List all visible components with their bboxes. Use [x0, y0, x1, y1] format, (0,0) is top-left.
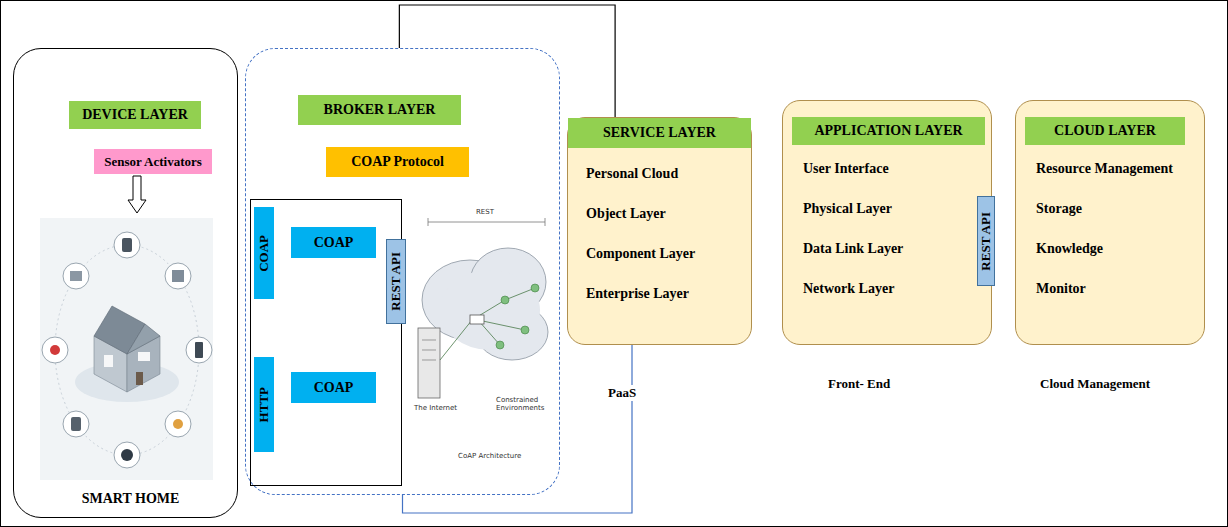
broker-layer-box: BROKER LAYERCOAP ProtocolCOAPCOAPHTTPCOA…	[245, 48, 560, 495]
layer-heading: APPLICATION LAYER	[792, 117, 985, 145]
box-label: SERVICE LAYER	[603, 125, 716, 141]
layer-heading: BROKER LAYER	[298, 95, 461, 125]
cloud-layer-box: Resource ManagementStorageKnowledgeMonit…	[1015, 100, 1205, 345]
box-label: REST API	[978, 212, 994, 271]
layer-item: Enterprise Layer	[586, 274, 751, 314]
box-label: HTTP	[256, 387, 272, 422]
protocol-frame: COAP COAP HTTP COAP	[250, 199, 402, 486]
illustration-label: Constrained Environments	[496, 396, 554, 412]
box-label: APPLICATION LAYER	[814, 123, 962, 139]
smart-home-illustration	[40, 218, 213, 480]
down-arrow	[128, 176, 146, 213]
layer-item: Resource Management	[1036, 149, 1204, 189]
layer-heading: CLOUD LAYER	[1025, 117, 1185, 145]
box-label: DEVICE LAYER	[82, 107, 188, 123]
layer-item: User Interface	[803, 149, 991, 189]
layer-item: Component Layer	[586, 234, 751, 274]
layer-item: Network Layer	[803, 269, 991, 309]
box-label: COAP	[314, 235, 354, 251]
box-label: COAP	[314, 380, 354, 396]
protocol-box: COAP	[291, 227, 376, 258]
service-layer-box: Personal CloudObject LayerComponent Laye…	[567, 117, 752, 345]
layer-item: Object Layer	[586, 194, 751, 234]
box-label: BROKER LAYER	[324, 102, 436, 118]
box-label: SMART HOME	[14, 491, 237, 507]
protocol-box: COAP Protocol	[326, 147, 469, 177]
layer-heading: SERVICE LAYER	[568, 118, 751, 148]
illustration-label: CoAP Architecture	[458, 452, 521, 460]
layer-caption: Front- End	[828, 376, 890, 392]
box-label: COAP Protocol	[351, 154, 444, 170]
layer-item: Data Link Layer	[803, 229, 991, 269]
application-layer-box: User InterfacePhysical LayerData Link La…	[782, 100, 992, 345]
box-label: Sensor Activators	[104, 154, 202, 170]
layer-caption: Cloud Management	[1040, 376, 1150, 392]
layer-item: Physical Layer	[803, 189, 991, 229]
box-label: COAP	[256, 235, 272, 272]
device-layer-box: SMART HOME DEVICE LAYER Sensor Activators	[13, 48, 238, 518]
protocol-tab: HTTP	[254, 357, 274, 452]
layer-item: Knowledge	[1036, 229, 1204, 269]
layer-item: Storage	[1036, 189, 1204, 229]
layer-item: Personal Cloud	[586, 154, 751, 194]
box-label: REST API	[388, 252, 404, 311]
coap-architecture-illustration	[418, 218, 548, 398]
layer-heading: DEVICE LAYER	[69, 101, 201, 129]
api-tab: REST API	[386, 239, 406, 324]
layer-item: Monitor	[1036, 269, 1204, 309]
api-tab: REST API	[977, 196, 995, 286]
connector-line	[403, 345, 633, 513]
layer-caption: PaaS	[605, 385, 639, 401]
illustration-label: REST	[476, 208, 494, 216]
box-label: CLOUD LAYER	[1054, 123, 1156, 139]
sensor-box: Sensor Activators	[94, 149, 212, 174]
protocol-tab: COAP	[254, 207, 274, 299]
illustration-label: The Internet	[414, 404, 457, 412]
protocol-box: COAP	[291, 372, 376, 403]
